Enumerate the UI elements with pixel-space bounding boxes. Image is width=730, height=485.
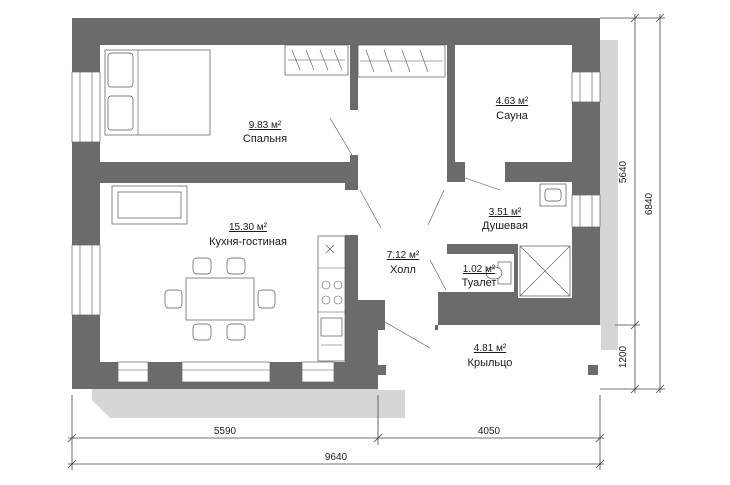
window-left-bedroom xyxy=(71,71,101,143)
window-right-sauna xyxy=(571,71,601,103)
bedroom-door-gap xyxy=(348,110,358,155)
sauna-floor xyxy=(455,45,572,162)
dim-bottom-right: 4050 xyxy=(478,426,501,437)
dimension-bottom-segments xyxy=(67,395,605,470)
porch-post-left xyxy=(378,365,386,375)
shower-name: Душевая xyxy=(482,220,528,232)
sink xyxy=(539,183,567,207)
sauna-area: 4.63 м² xyxy=(496,96,529,107)
window-bottom-kitchen-3 xyxy=(301,361,335,383)
sauna-door-gap xyxy=(465,162,505,182)
window-right-shower xyxy=(571,194,601,228)
porch-area: 4.81 м² xyxy=(474,343,507,354)
dim-bottom-left: 5590 xyxy=(214,426,237,437)
sauna-door-leaf xyxy=(464,177,501,191)
toilet-bowl xyxy=(485,261,512,285)
entry-door-leaf xyxy=(384,321,431,349)
hall-area: 7.12 м² xyxy=(387,250,420,261)
hall-floor xyxy=(358,45,447,325)
kitchen-name: Кухня-гостиная xyxy=(209,236,287,248)
kitchen-door-gap xyxy=(345,190,358,235)
sofa xyxy=(111,185,188,225)
shower-tray xyxy=(519,245,571,297)
wardrobe-hall xyxy=(357,44,446,78)
entry-door-gap xyxy=(385,318,435,332)
porch-post xyxy=(588,365,598,375)
bedroom-area: 9.83 м² xyxy=(249,120,282,131)
window-bottom-kitchen-1 xyxy=(117,361,149,383)
bedroom-name: Спальня xyxy=(243,133,287,145)
window-bottom-kitchen-2 xyxy=(181,361,271,383)
sauna-name: Сауна xyxy=(496,110,529,122)
dim-bottom-total: 9640 xyxy=(325,452,348,463)
wardrobe-bedroom xyxy=(284,44,349,76)
kitchen-door-leaf xyxy=(359,189,382,229)
kitchen-counter xyxy=(317,235,346,362)
dim-right-total: 6840 xyxy=(644,192,655,215)
shower-door-gap xyxy=(441,190,453,230)
shower-door-leaf xyxy=(427,189,445,226)
dim-right-lower: 1200 xyxy=(618,345,629,368)
kitchen-area: 15.30 м² xyxy=(229,222,268,233)
bedroom-door-leaf xyxy=(329,117,353,156)
bed xyxy=(104,49,211,136)
toilet-door-leaf xyxy=(429,259,447,291)
shower-area: 3.51 м² xyxy=(489,207,522,218)
window-left-kitchen xyxy=(71,244,101,316)
toilet-area: 1.02 м² xyxy=(463,264,496,275)
hall-name: Холл xyxy=(390,264,416,276)
dim-right-upper: 5640 xyxy=(618,160,629,183)
porch-name: Крыльцо xyxy=(468,357,513,369)
toilet-name: Туалет xyxy=(462,277,497,289)
toilet-door-gap xyxy=(441,256,449,286)
dining-table xyxy=(164,257,276,341)
dimension-right-segments xyxy=(600,13,665,394)
